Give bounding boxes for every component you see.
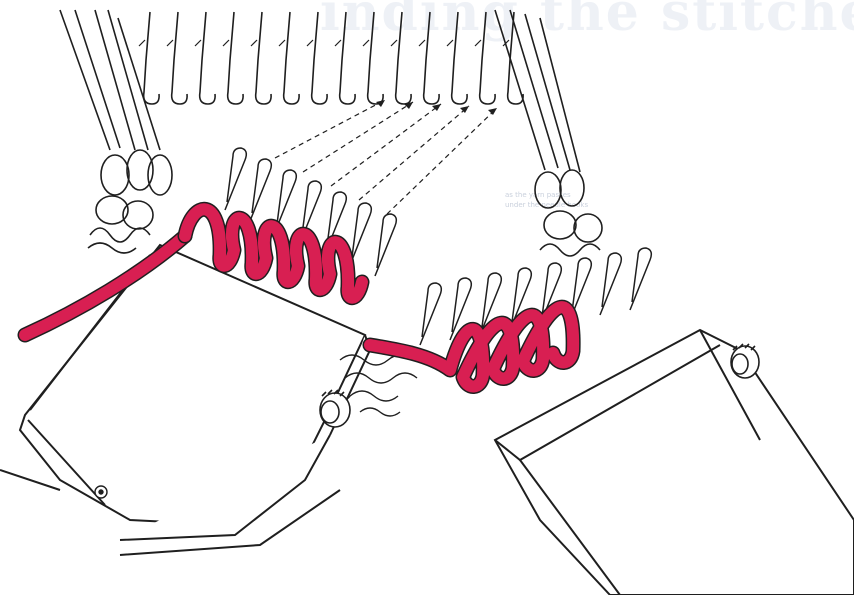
needle-hook — [452, 12, 467, 104]
arrowhead-icon — [404, 102, 413, 109]
needle-hook — [256, 12, 271, 104]
needle-latch — [279, 40, 285, 46]
needle-hook — [424, 12, 439, 104]
needle-latch — [223, 40, 229, 46]
right-carriage — [495, 330, 854, 595]
transfer-arrow — [331, 104, 441, 186]
needle-bed-hooks — [139, 12, 523, 104]
latch-needle — [420, 283, 441, 345]
needle-hook — [340, 12, 355, 104]
transfer-arrow — [387, 108, 497, 214]
needle-latch — [363, 40, 369, 46]
needle-latch — [195, 40, 201, 46]
left-knitted-fabric — [60, 10, 172, 253]
latch-needle — [600, 253, 621, 315]
latch-needle — [225, 148, 246, 210]
latch-needle — [350, 203, 371, 265]
needle-latch — [391, 40, 397, 46]
latch-needle — [375, 214, 396, 276]
needle-latch — [475, 40, 481, 46]
transfer-arrow — [275, 100, 385, 158]
latch-needle — [630, 248, 651, 310]
left-carriage-screw-icon — [95, 486, 107, 498]
needle-hook — [172, 12, 187, 104]
needle-hook — [200, 12, 215, 104]
needle-hook — [228, 12, 243, 104]
needle-latch — [335, 40, 341, 46]
needle-hook — [396, 12, 411, 104]
needle-hook — [144, 12, 159, 104]
needle-hook — [284, 12, 299, 104]
needle-hook — [312, 12, 327, 104]
needle-hook — [480, 12, 495, 104]
needle-latch — [447, 40, 453, 46]
needle-latch — [307, 40, 313, 46]
needle-hook — [368, 12, 383, 104]
needle-latch — [139, 40, 145, 46]
needle-latch — [167, 40, 173, 46]
latch-needle — [250, 159, 271, 221]
arrowhead-icon — [488, 108, 497, 115]
needle-latch — [419, 40, 425, 46]
needle-latch — [251, 40, 257, 46]
